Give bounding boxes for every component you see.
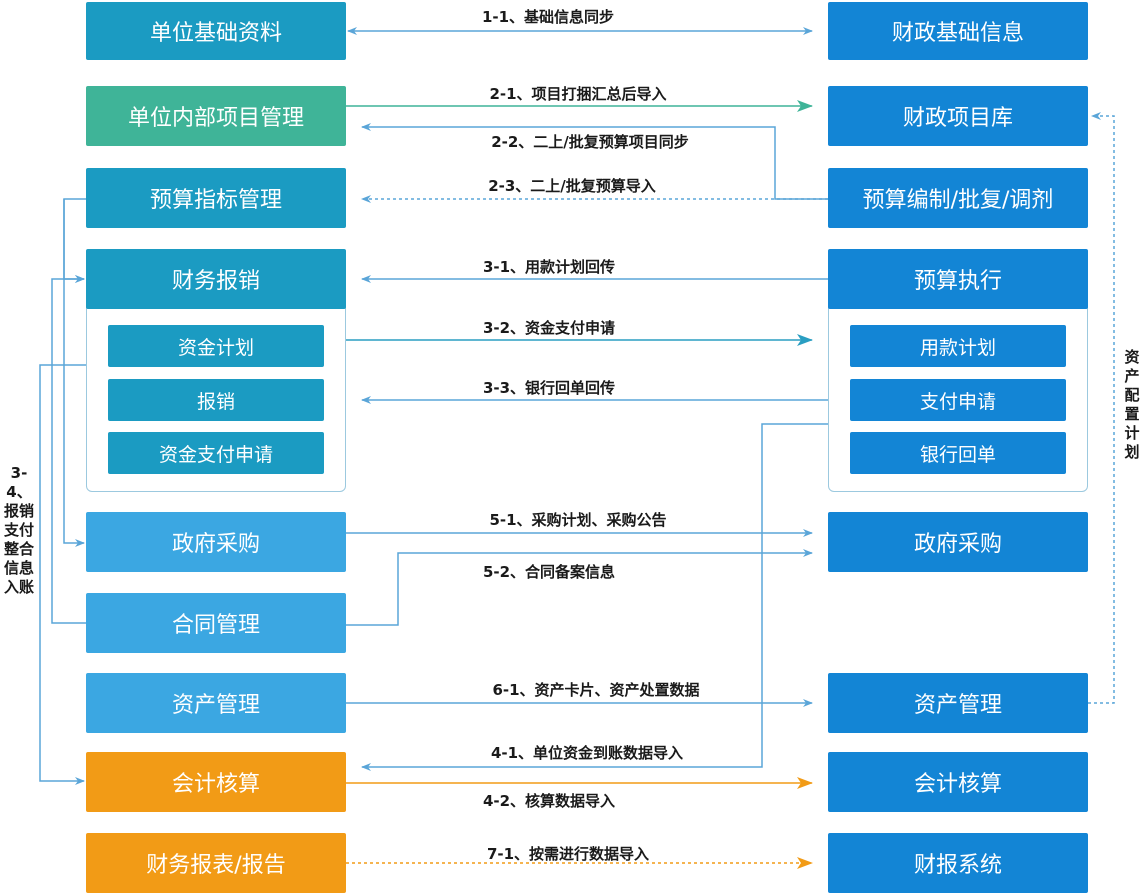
accounting-box-right[interactable]: 会计核算 — [828, 752, 1088, 812]
flow-7-1-label: 7-1、按需进行数据导入 — [486, 845, 650, 863]
flow-4-1-label: 4-1、单位资金到账数据导入 — [490, 744, 684, 762]
budget-index-mgmt-box[interactable]: 预算指标管理 — [86, 168, 346, 228]
flow-4-2-label: 4-2、核算数据导入 — [482, 792, 616, 810]
unit-project-mgmt-box[interactable]: 单位内部项目管理 — [86, 86, 346, 146]
fund-plan-box[interactable]: 资金计划 — [108, 325, 324, 367]
finance-basic-info-box[interactable]: 财政基础信息 — [828, 2, 1088, 60]
flow-1-1-label: 1-1、基础信息同步 — [481, 8, 615, 26]
bank-receipt-box[interactable]: 银行回单 — [850, 432, 1066, 474]
payment-plan-box[interactable]: 用款计划 — [850, 325, 1066, 367]
accounting-box-left[interactable]: 会计核算 — [86, 752, 346, 812]
flow-3-1-label: 3-1、用款计划回传 — [482, 258, 616, 276]
flow-5-2-label: 5-2、合同备案信息 — [482, 563, 616, 581]
contract-to-reimburse-line — [51, 275, 86, 624]
gov-procurement-box-left[interactable]: 政府采购 — [86, 512, 346, 572]
flow-3-2-label: 3-2、资金支付申请 — [482, 319, 616, 337]
budget-to-reimburse-line — [63, 198, 86, 283]
flow-2-3-label: 2-3、二上/批复预算导入 — [488, 177, 656, 195]
finance-reimburse-box[interactable]: 财务报销 — [86, 249, 346, 309]
flow-6-1-label: 6-1、资产卡片、资产处置数据 — [492, 681, 700, 699]
flow-5-2-line — [346, 549, 813, 626]
payment-request-box[interactable]: 支付申请 — [850, 379, 1066, 421]
gov-procurement-box-right[interactable]: 政府采购 — [828, 512, 1088, 572]
flow-3-4-line — [39, 364, 108, 785]
financial-report-box[interactable]: 财务报表/报告 — [86, 833, 346, 893]
budget-to-procurement-line — [63, 199, 85, 547]
asset-mgmt-box-right[interactable]: 资产管理 — [828, 673, 1088, 733]
right-vertical-label: 资产配置计划 — [1124, 348, 1140, 461]
flow-3-3-label: 3-3、银行回单回传 — [482, 379, 616, 397]
report-system-box[interactable]: 财报系统 — [828, 833, 1088, 893]
unit-basic-info-box[interactable]: 单位基础资料 — [86, 2, 346, 60]
finance-project-lib-box[interactable]: 财政项目库 — [828, 86, 1088, 146]
flow-2-2-label: 2-2、二上/批复预算项目同步 — [491, 133, 689, 151]
contract-mgmt-box[interactable]: 合同管理 — [86, 593, 346, 653]
asset-mgmt-box-left[interactable]: 资产管理 — [86, 673, 346, 733]
budget-compile-box[interactable]: 预算编制/批复/调剂 — [828, 168, 1088, 228]
fund-payment-request-box[interactable]: 资金支付申请 — [108, 432, 324, 474]
flow-4-1-line — [361, 423, 850, 771]
left-vertical-label: 3-4、报销支付整合信息入账 — [3, 464, 34, 596]
flow-2-1-label: 2-1、项目打捆汇总后导入 — [489, 85, 667, 103]
reimburse-box[interactable]: 报销 — [108, 379, 324, 421]
flow-5-1-label: 5-1、采购计划、采购公告 — [489, 511, 667, 529]
budget-execution-box[interactable]: 预算执行 — [828, 249, 1088, 309]
asset-config-line — [1088, 112, 1115, 704]
